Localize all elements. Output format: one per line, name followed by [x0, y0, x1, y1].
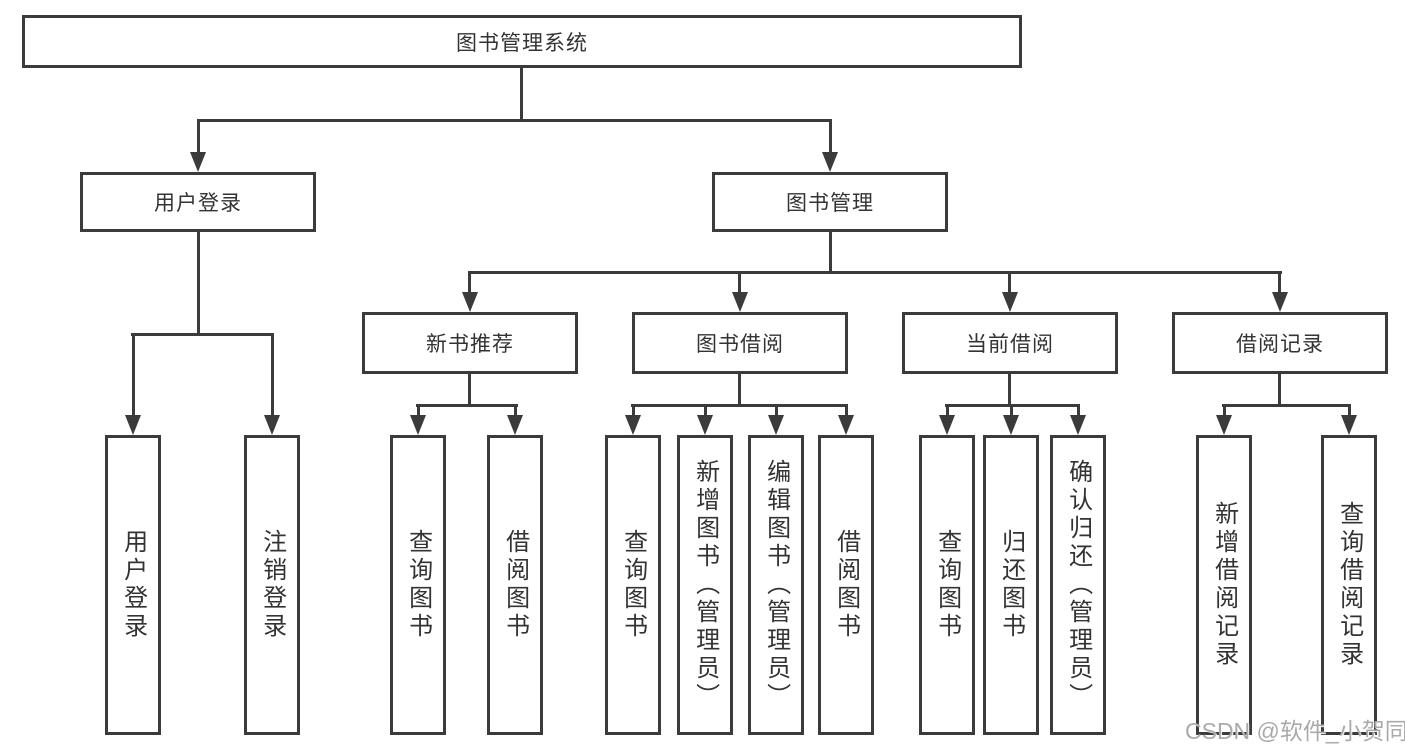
connector-line — [468, 374, 471, 407]
connector-line — [1278, 374, 1281, 407]
leaf-records-query-record: 查询借阅记录 — [1321, 435, 1377, 735]
connector-line — [271, 333, 274, 418]
connector-line — [631, 404, 848, 407]
connector-line — [845, 404, 848, 418]
arrow-down-icon — [838, 415, 854, 435]
connector-line — [520, 68, 523, 120]
connector-line — [829, 232, 832, 274]
leaf-current-confirm-return-admin: 确认归还（管理员） — [1050, 435, 1106, 735]
node-library-management-system: 图书管理系统 — [22, 15, 1022, 68]
leaf-recommend-query-books: 查询图书 — [390, 435, 446, 735]
arrow-down-icon — [625, 415, 641, 435]
connector-line — [946, 404, 949, 418]
connector-line — [131, 333, 274, 336]
node-borrow-records: 借阅记录 — [1172, 312, 1388, 374]
leaf-records-add-record: 新增借阅记录 — [1196, 435, 1252, 735]
connector-line — [829, 119, 832, 155]
connector-line — [1008, 374, 1011, 407]
node-user-login: 用户登录 — [80, 172, 316, 232]
connector-line — [417, 404, 420, 418]
connector-line — [468, 271, 1282, 274]
connector-line — [1223, 404, 1226, 418]
leaf-borrow-edit-books-admin: 编辑图书（管理员） — [748, 435, 804, 735]
arrow-down-icon — [410, 415, 426, 435]
connector-line — [197, 119, 200, 155]
node-book-borrow: 图书借阅 — [632, 312, 848, 374]
arrow-down-icon — [1070, 415, 1086, 435]
leaf-borrow-query-books: 查询图书 — [605, 435, 661, 735]
arrow-down-icon — [732, 292, 748, 312]
connector-line — [738, 374, 741, 407]
connector-line — [514, 404, 517, 418]
leaf-borrow-add-books-admin: 新增图书（管理员） — [677, 435, 733, 735]
connector-line — [197, 232, 200, 336]
connector-line — [1348, 404, 1351, 418]
arrow-down-icon — [507, 415, 523, 435]
arrow-down-icon — [125, 415, 141, 435]
connector-line — [775, 404, 778, 418]
connector-line — [1077, 404, 1080, 418]
arrow-down-icon — [1002, 292, 1018, 312]
connector-line — [738, 271, 741, 295]
connector-line — [1222, 404, 1351, 407]
arrow-down-icon — [264, 415, 280, 435]
leaf-user-login: 用户登录 — [105, 435, 161, 735]
arrow-down-icon — [190, 152, 206, 172]
arrow-down-icon — [1341, 415, 1357, 435]
arrow-down-icon — [1216, 415, 1232, 435]
connector-line — [1278, 271, 1281, 295]
node-current-borrow: 当前借阅 — [902, 312, 1118, 374]
connector-line — [1008, 271, 1011, 295]
connector-line — [468, 271, 471, 295]
connector-line — [632, 404, 635, 418]
arrow-down-icon — [462, 292, 478, 312]
leaf-recommend-borrow-books: 借阅图书 — [487, 435, 543, 735]
arrow-down-icon — [822, 152, 838, 172]
connector-line — [416, 404, 518, 407]
node-new-book-recommend: 新书推荐 — [362, 312, 578, 374]
connector-line — [132, 333, 135, 418]
node-book-management: 图书管理 — [712, 172, 948, 232]
connector-line — [197, 119, 832, 122]
leaf-logout-login: 注销登录 — [244, 435, 300, 735]
leaf-current-return-books: 归还图书 — [983, 435, 1039, 735]
arrow-down-icon — [1272, 292, 1288, 312]
arrow-down-icon — [768, 415, 784, 435]
arrow-down-icon — [1003, 415, 1019, 435]
leaf-current-query-books: 查询图书 — [919, 435, 975, 735]
connector-line — [704, 404, 707, 418]
arrow-down-icon — [697, 415, 713, 435]
connector-line — [1010, 404, 1013, 418]
leaf-borrow-borrow-books: 借阅图书 — [818, 435, 874, 735]
csdn-watermark: CSDN @软件_小贺同学 — [1185, 718, 1405, 744]
arrow-down-icon — [939, 415, 955, 435]
